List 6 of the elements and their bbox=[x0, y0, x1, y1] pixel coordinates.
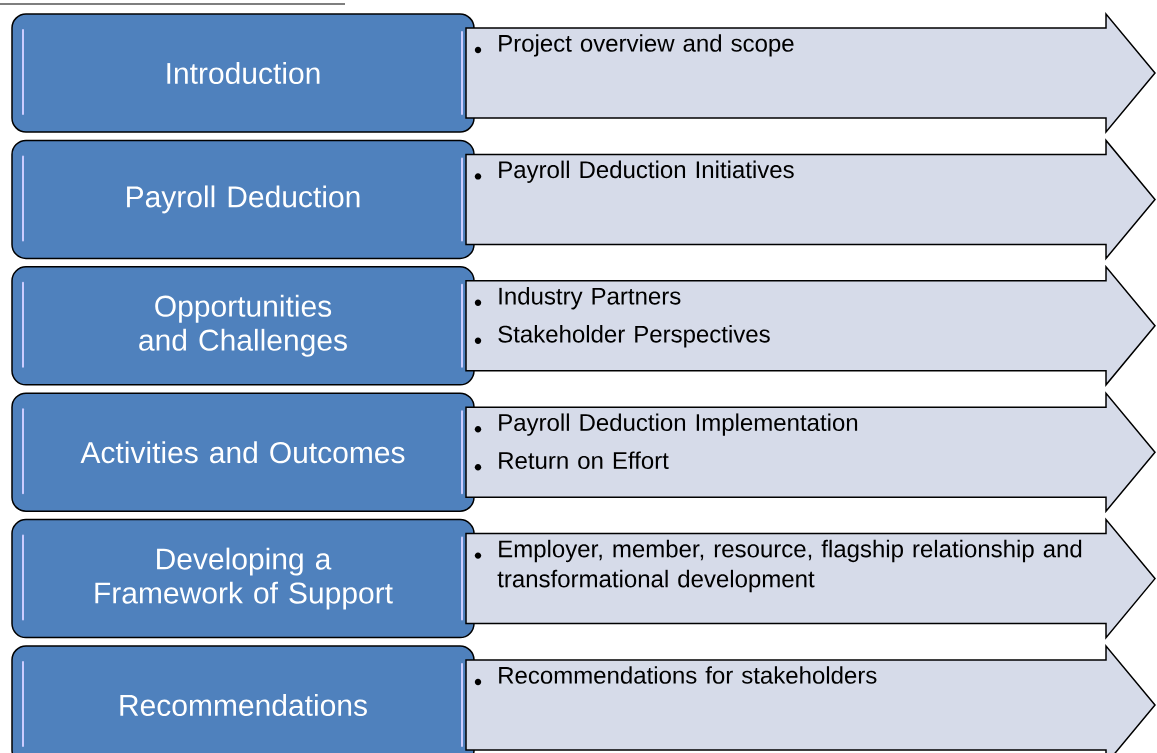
title-box: Opportunities and Challenges bbox=[11, 266, 475, 386]
title-box: Payroll Deduction bbox=[11, 139, 475, 260]
title-box: Activities and Outcomes bbox=[11, 392, 475, 512]
title-box: Introduction bbox=[11, 13, 475, 133]
title-box: Recommendations bbox=[11, 645, 475, 753]
title-box: Developing a Framework of Support bbox=[11, 518, 475, 639]
